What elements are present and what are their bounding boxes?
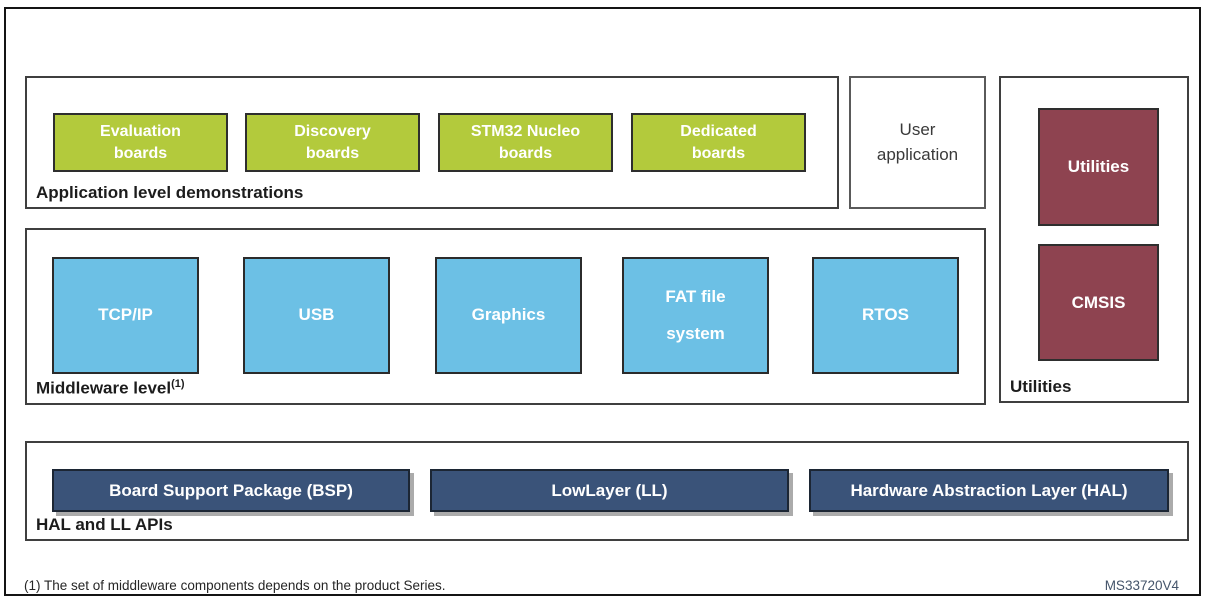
hal-label: Hardware Abstraction Layer (HAL) — [850, 480, 1128, 500]
utilities-section: Utilities CMSIS Utilities — [999, 76, 1189, 403]
evaluation-boards-label: Evaluation boards — [100, 122, 181, 162]
usb-label: USB — [298, 305, 335, 325]
stm32-nucleo-boards-block: STM32 Nucleo boards — [438, 113, 613, 172]
fat-file-system-label: FAT file system — [665, 286, 726, 343]
fat-file-system-block: FAT file system — [622, 257, 769, 374]
discovery-boards-label: Discovery boards — [294, 122, 371, 162]
discovery-boards-block: Discovery boards — [245, 113, 420, 172]
bsp-label: Board Support Package (BSP) — [109, 480, 353, 500]
diagram-outer-frame: Evaluation boards Discovery boards STM32… — [4, 7, 1201, 596]
dedicated-boards-label: Dedicated boards — [680, 122, 757, 162]
dedicated-boards-block: Dedicated boards — [631, 113, 806, 172]
evaluation-boards-block: Evaluation boards — [53, 113, 228, 172]
utilities-block: Utilities — [1038, 108, 1159, 226]
application-level-section: Evaluation boards Discovery boards STM32… — [25, 76, 839, 209]
stm32-nucleo-boards-label: STM32 Nucleo boards — [470, 122, 581, 162]
hal-ll-apis-section-label: HAL and LL APIs — [36, 515, 173, 534]
middleware-level-section: TCP/IP USB Graphics FAT file system RTOS… — [25, 228, 986, 405]
utilities-section-label: Utilities — [1010, 377, 1072, 396]
application-level-section-label: Application level demonstrations — [36, 183, 304, 202]
middleware-level-section-label: Middleware level(1) — [36, 378, 185, 399]
cmsis-block: CMSIS — [1038, 244, 1159, 361]
middleware-level-label-text: Middleware level — [36, 379, 172, 398]
user-application-label: User application — [876, 119, 959, 164]
lowlayer-label: LowLayer (LL) — [551, 480, 668, 500]
utilities-block-label: Utilities — [1067, 157, 1130, 176]
hal-block: Hardware Abstraction Layer (HAL) — [809, 469, 1169, 512]
tcpip-label: TCP/IP — [98, 305, 153, 325]
middleware-footnote-ref: (1) — [171, 378, 185, 391]
bsp-block: Board Support Package (BSP) — [52, 469, 410, 512]
rtos-block: RTOS — [812, 257, 959, 374]
user-application-block: User application — [849, 76, 986, 209]
figure-id-watermark: MS33720V4 — [1104, 578, 1179, 593]
graphics-block: Graphics — [435, 257, 582, 374]
footnote-text: (1) The set of middleware components dep… — [24, 578, 446, 593]
rtos-label: RTOS — [862, 305, 909, 325]
tcpip-block: TCP/IP — [52, 257, 199, 374]
usb-block: USB — [243, 257, 390, 374]
hal-ll-apis-section: Board Support Package (BSP) LowLayer (LL… — [25, 441, 1189, 541]
cmsis-block-label: CMSIS — [1071, 292, 1126, 312]
lowlayer-block: LowLayer (LL) — [430, 469, 789, 512]
graphics-label: Graphics — [471, 305, 546, 325]
